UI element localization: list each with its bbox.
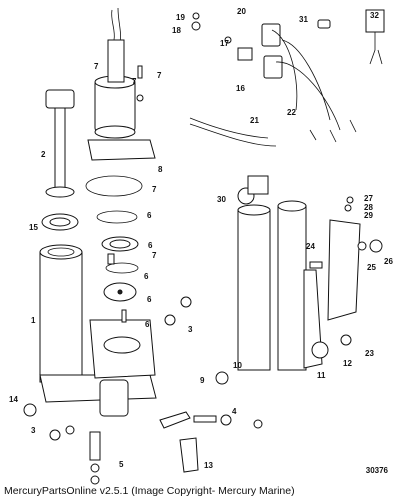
callout-26: 26 xyxy=(384,257,393,266)
figure-number: 30376 xyxy=(365,466,388,475)
callout-labels: 7 7 7 8 7 6 6 7 6 6 6 2 15 1 3 14 3 5 13… xyxy=(9,7,393,470)
callout-7-upper: 7 xyxy=(132,77,137,86)
callout-7-right: 7 xyxy=(157,71,162,80)
callout-20: 10 xyxy=(233,361,242,370)
callout-18: 22 xyxy=(287,108,296,117)
callout-9: 13 xyxy=(204,461,213,470)
callout-16: 20 xyxy=(237,7,246,16)
trim-ram xyxy=(41,89,79,231)
callout-19: 9 xyxy=(200,376,205,385)
callout-6-a: 6 xyxy=(147,211,152,220)
callout-32: 32 xyxy=(370,11,379,20)
callout-31: 31 xyxy=(299,15,308,24)
callout-7-oring: 7 xyxy=(152,185,157,194)
valve-assembly xyxy=(159,411,263,473)
callout-6-b: 6 xyxy=(148,241,153,250)
callout-13: 17 xyxy=(220,39,229,48)
callout-6-c: 6 xyxy=(144,272,149,281)
callout-25: 25 xyxy=(367,263,376,272)
callout-5: 5 xyxy=(119,460,124,469)
callout-3-left: 3 xyxy=(31,426,36,435)
callout-7-lower: 7 xyxy=(152,251,157,260)
tilt-cylinder-assembly xyxy=(215,175,383,385)
callout-7-motor: 7 xyxy=(94,62,99,71)
callout-4: 4 xyxy=(232,407,237,416)
callout-11: 15 xyxy=(29,223,38,232)
callout-2: 2 xyxy=(41,150,46,159)
fittings xyxy=(23,253,192,485)
callout-21: 11 xyxy=(317,371,326,380)
callout-10: 14 xyxy=(9,395,18,404)
pump-motor xyxy=(87,7,156,161)
seal-rings xyxy=(85,175,143,274)
callout-24: 24 xyxy=(306,242,315,251)
callout-3-right: 3 xyxy=(188,325,193,334)
callout-1: 1 xyxy=(31,316,36,325)
callout-6-d: 6 xyxy=(147,295,152,304)
callout-22: 12 xyxy=(343,359,352,368)
callout-14: 18 xyxy=(172,26,181,35)
callout-28: 28 xyxy=(364,203,373,212)
callout-27: 27 xyxy=(364,194,373,203)
callout-17: 21 xyxy=(250,116,259,125)
callout-15: 19 xyxy=(176,13,185,22)
callout-6-e: 6 xyxy=(145,320,150,329)
callout-29: 29 xyxy=(364,211,373,220)
callout-23: 23 xyxy=(365,349,374,358)
callout-12: 16 xyxy=(236,84,245,93)
copyright-footer: MercuryPartsOnline v2.5.1 (Image Copyrig… xyxy=(4,485,295,497)
wiring-harness xyxy=(189,9,385,147)
callout-8: 8 xyxy=(158,165,163,174)
trim-cylinder xyxy=(39,244,157,417)
callout-30: 30 xyxy=(217,195,226,204)
